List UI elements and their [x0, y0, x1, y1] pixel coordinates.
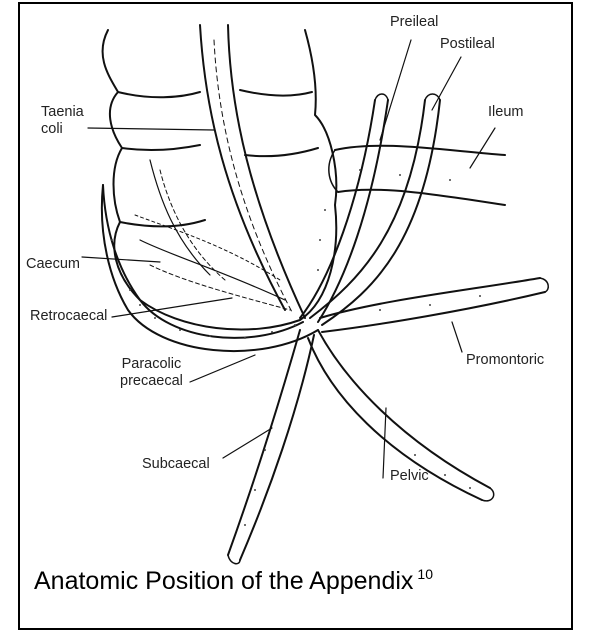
- label-taenia-coli: Taenia coli: [41, 104, 84, 137]
- caecum-outline: [103, 30, 337, 330]
- promontoric-appendix: [320, 278, 540, 318]
- label-pelvic: Pelvic: [390, 468, 429, 485]
- label-caecum: Caecum: [26, 256, 80, 273]
- subcaecal-appendix: [228, 330, 300, 555]
- caption-reference: 10: [417, 566, 433, 582]
- label-paracolic-precaecal: Paracolic precaecal: [120, 356, 183, 389]
- taenia-coli-band: [200, 25, 285, 310]
- label-postileal: Postileal: [440, 36, 495, 53]
- label-preileal: Preileal: [390, 14, 438, 31]
- caption-text: Anatomic Position of the Appendix: [34, 567, 413, 595]
- label-subcaecal: Subcaecal: [142, 456, 210, 473]
- pelvic-appendix: [318, 330, 490, 488]
- label-ileum: Ileum: [488, 104, 523, 121]
- label-retrocaecal: Retrocaecal: [30, 308, 107, 325]
- label-promontoric: Promontoric: [466, 352, 544, 369]
